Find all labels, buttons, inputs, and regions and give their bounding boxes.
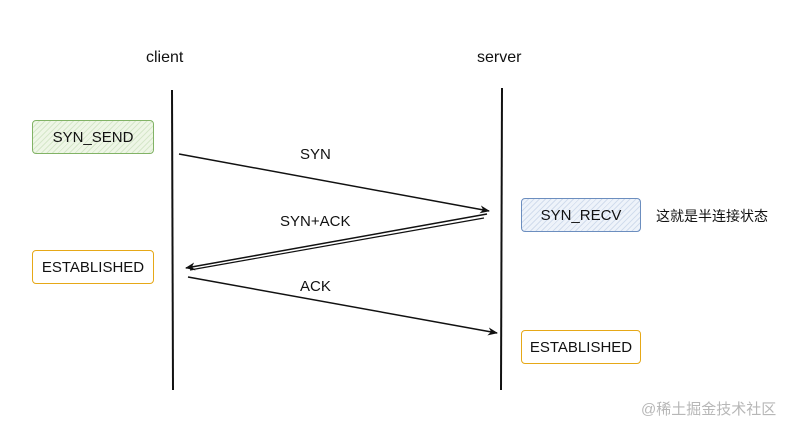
- half-open-annotation: 这就是半连接状态: [656, 208, 768, 224]
- client-syn-send-state: SYN_SEND: [32, 120, 154, 154]
- server-established-state: ESTABLISHED: [521, 330, 641, 364]
- server-established-text: ESTABLISHED: [529, 338, 633, 356]
- client-established-text: ESTABLISHED: [41, 258, 145, 276]
- server-label: server: [477, 49, 522, 66]
- ack-arrow: [187, 276, 498, 336]
- watermark: @稀土掘金技术社区: [641, 401, 777, 418]
- server-lifeline: [500, 87, 503, 391]
- ack-message-label: ACK: [300, 278, 331, 295]
- syn-ack-arrow-b: [189, 217, 485, 271]
- syn-arrow: [178, 153, 490, 214]
- server-syn-recv-text: SYN_RECV: [540, 206, 622, 224]
- client-label: client: [146, 49, 184, 66]
- syn-message-label: SYN: [300, 146, 331, 163]
- client-established-state: ESTABLISHED: [32, 250, 154, 284]
- client-syn-send-text: SYN_SEND: [52, 128, 134, 146]
- syn-ack-arrow-a: [185, 213, 488, 271]
- syn-ack-message-label: SYN+ACK: [280, 213, 351, 230]
- server-syn-recv-state: SYN_RECV: [521, 198, 641, 232]
- client-lifeline: [171, 89, 174, 391]
